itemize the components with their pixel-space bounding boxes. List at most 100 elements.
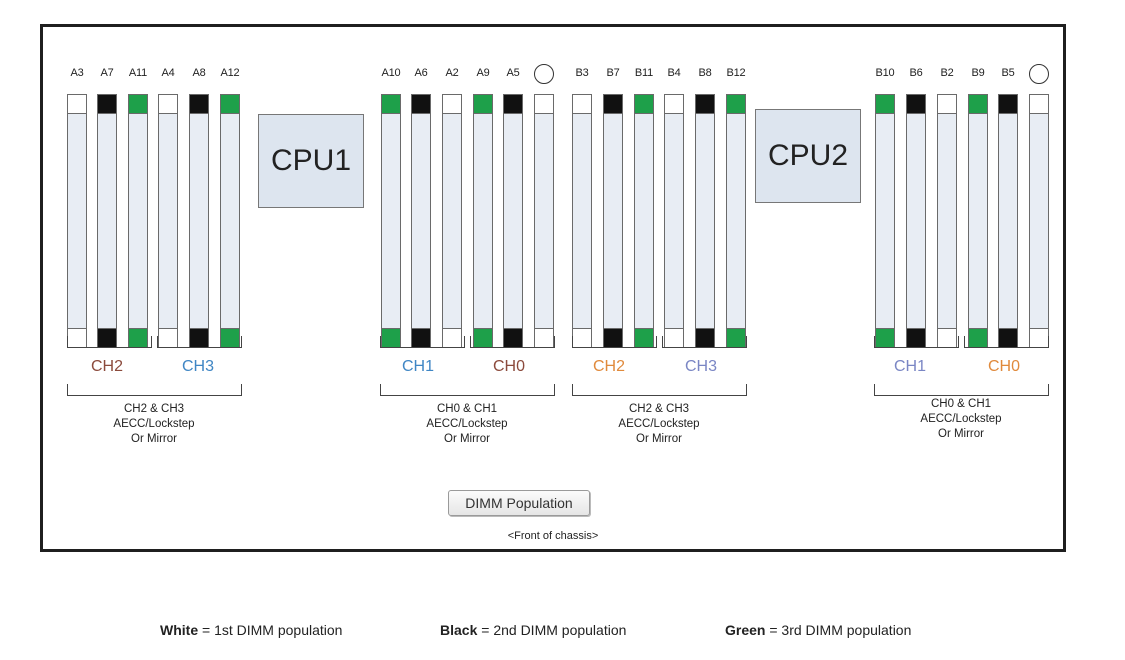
ch1-bracket — [380, 336, 465, 348]
slot-label-b4: B4 — [667, 67, 681, 79]
dimm-slot-a3 — [67, 94, 87, 348]
dimm-slot-a11 — [128, 94, 148, 348]
dimm-slot-a9 — [473, 94, 493, 348]
slot-label-a4: A4 — [161, 67, 175, 79]
dimm-slot-b5 — [998, 94, 1018, 348]
ch2-bracket — [67, 336, 152, 348]
slot-label-b7: B7 — [606, 67, 620, 79]
channel-label: CH2 — [90, 358, 123, 375]
dimm-color-marker — [998, 94, 1018, 114]
dimm-slot-b4 — [664, 94, 684, 348]
slot-label-b11: B11 — [634, 67, 654, 79]
dimm-slot-unlabeled-23 — [1029, 94, 1049, 348]
dimm-slot-a7 — [97, 94, 117, 348]
dimm-color-marker — [1029, 94, 1049, 114]
dimm-color-marker — [503, 94, 523, 114]
group-bracket — [874, 384, 1049, 396]
dimm-slot-a10 — [381, 94, 401, 348]
slot-label-a11: A11 — [128, 67, 148, 79]
dimm-slot-a5 — [503, 94, 523, 348]
dimm-color-marker — [97, 94, 117, 114]
dimm-color-marker — [473, 94, 493, 114]
dimm-color-marker — [158, 94, 178, 114]
dimm-slot-b12 — [726, 94, 746, 348]
ch0-bracket — [470, 336, 555, 348]
ch3-bracket — [662, 336, 747, 348]
dimm-color-marker — [634, 94, 654, 114]
dimm-color-marker — [411, 94, 431, 114]
dimm-color-marker — [906, 94, 926, 114]
slot-label-a3: A3 — [70, 67, 84, 79]
slot-label-b2: B2 — [940, 67, 954, 79]
front-of-chassis-label: <Front of chassis> — [507, 530, 599, 542]
dimm-color-marker — [664, 94, 684, 114]
channel-label: CH1 — [893, 358, 926, 375]
slot-circle-marker — [534, 64, 554, 84]
dimm-color-marker — [937, 94, 957, 114]
dimm-slot-b11 — [634, 94, 654, 348]
legend-green: Green = 3rd DIMM population — [725, 622, 912, 638]
dimm-color-marker — [572, 94, 592, 114]
dimm-population-button[interactable]: DIMM Population — [448, 490, 590, 516]
dimm-slot-b9 — [968, 94, 988, 348]
slot-label-b8: B8 — [698, 67, 712, 79]
dimm-color-marker — [381, 94, 401, 114]
dimm-slot-a12 — [220, 94, 240, 348]
channel-label: CH3 — [684, 358, 717, 375]
slot-label-b5: B5 — [1001, 67, 1015, 79]
cpu2-block: CPU2 — [755, 109, 861, 203]
ch3-bracket — [157, 336, 242, 348]
dimm-color-marker — [189, 94, 209, 114]
dimm-color-marker — [603, 94, 623, 114]
channel-label: CH1 — [401, 358, 434, 375]
legend-black: Black = 2nd DIMM population — [440, 622, 627, 638]
dimm-slot-a2 — [442, 94, 462, 348]
dimm-slot-a8 — [189, 94, 209, 348]
group-bracket — [380, 384, 555, 396]
dimm-slot-b8 — [695, 94, 715, 348]
dimm-slot-unlabeled-11 — [534, 94, 554, 348]
dimm-color-marker — [695, 94, 715, 114]
slot-label-b10: B10 — [875, 67, 895, 79]
channel-label: CH2 — [592, 358, 625, 375]
ch0-bracket — [964, 336, 1049, 348]
slot-label-a10: A10 — [381, 67, 401, 79]
channel-label: CH0 — [492, 358, 525, 375]
dimm-slot-a4 — [158, 94, 178, 348]
dimm-slot-b2 — [937, 94, 957, 348]
slot-label-a5: A5 — [506, 67, 520, 79]
dimm-color-marker — [128, 94, 148, 114]
group-bracket — [572, 384, 747, 396]
slot-label-a9: A9 — [476, 67, 490, 79]
dimm-color-marker — [67, 94, 87, 114]
channel-label: CH0 — [987, 358, 1020, 375]
cpu1-block: CPU1 — [258, 114, 364, 208]
dimm-slot-b6 — [906, 94, 926, 348]
slot-label-b6: B6 — [909, 67, 923, 79]
slot-label-b3: B3 — [575, 67, 589, 79]
dimm-color-marker — [220, 94, 240, 114]
ch1-bracket — [874, 336, 959, 348]
channel-label: CH3 — [181, 358, 214, 375]
dimm-color-marker — [726, 94, 746, 114]
slot-label-a8: A8 — [192, 67, 206, 79]
group-bracket — [67, 384, 242, 396]
dimm-color-marker — [875, 94, 895, 114]
dimm-slot-b3 — [572, 94, 592, 348]
slot-circle-marker — [1029, 64, 1049, 84]
slot-label-a2: A2 — [445, 67, 459, 79]
dimm-color-marker — [534, 94, 554, 114]
slot-label-a7: A7 — [100, 67, 114, 79]
dimm-slot-b10 — [875, 94, 895, 348]
dimm-slot-b7 — [603, 94, 623, 348]
dimm-slot-a6 — [411, 94, 431, 348]
slot-label-a6: A6 — [414, 67, 428, 79]
ch2-bracket — [572, 336, 657, 348]
legend-white: White = 1st DIMM population — [160, 622, 343, 638]
dimm-color-marker — [968, 94, 988, 114]
